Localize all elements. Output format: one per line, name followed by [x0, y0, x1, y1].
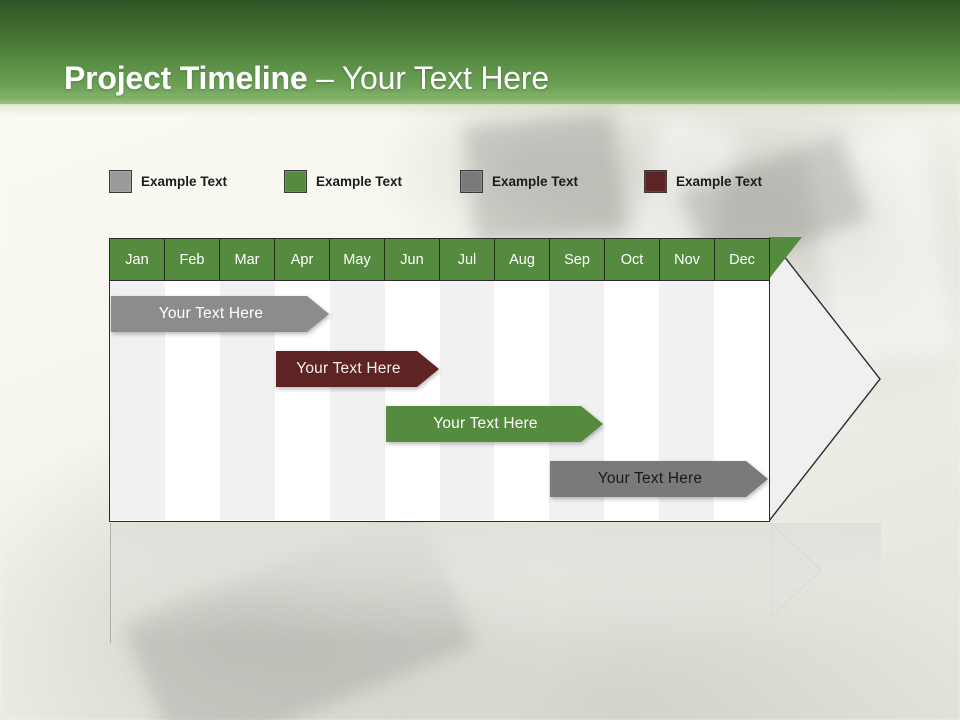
task-bar-2[interactable]: Your Text Here	[276, 351, 439, 387]
month-header-may[interactable]: May	[330, 239, 385, 280]
month-header-apr[interactable]: Apr	[275, 239, 330, 280]
month-header-sep[interactable]: Sep	[550, 239, 605, 280]
month-header-feb[interactable]: Feb	[165, 239, 220, 280]
month-header-row: Jan Feb Mar Apr May Jun Jul Aug Sep Oct …	[109, 238, 770, 281]
legend-item-4[interactable]: Example Text	[644, 170, 762, 193]
legend-swatch-gray-icon	[460, 170, 483, 193]
legend-swatch-light-gray-icon	[109, 170, 132, 193]
timeline-column-aug	[494, 281, 550, 520]
legend-item-2[interactable]: Example Text	[284, 170, 402, 193]
header-banner	[0, 0, 960, 104]
page-title-bold: Project Timeline	[64, 60, 308, 96]
month-header-jul[interactable]: Jul	[440, 239, 495, 280]
month-header-jun[interactable]: Jun	[385, 239, 440, 280]
task-bar-4-shape	[550, 461, 768, 497]
legend-label-2: Example Text	[316, 174, 403, 189]
task-bar-1-label: Your Text Here	[158, 305, 264, 322]
timeline-chart: Jan Feb Mar Apr May Jun Jul Aug Sep Oct …	[109, 237, 881, 522]
timeline-column-jul	[439, 281, 495, 520]
timeline-arrow-icon	[769, 237, 881, 522]
task-bar-3-label: Your Text Here	[433, 415, 538, 432]
legend-swatch-green-icon	[284, 170, 307, 193]
timeline-column-jun	[384, 281, 440, 520]
task-bar-3[interactable]: Your Text Here	[386, 406, 603, 442]
month-header-dec[interactable]: Dec	[729, 251, 755, 268]
legend-label-1: Example Text	[141, 174, 228, 189]
month-header-jan[interactable]: Jan	[110, 239, 165, 280]
month-header-mar[interactable]: Mar	[220, 239, 275, 280]
header-banner-fade	[0, 96, 960, 118]
page-title: Project Timeline – Your Text Here	[64, 60, 549, 97]
legend-label-4: Example Text	[676, 174, 763, 189]
legend-item-3[interactable]: Example Text	[460, 170, 578, 193]
chart-reflection	[110, 523, 881, 643]
page-title-light: – Your Text Here	[307, 60, 549, 96]
task-bar-4-label: Your Text Here	[597, 470, 703, 487]
timeline-column-may	[329, 281, 385, 520]
month-header-nov[interactable]: Nov	[660, 239, 715, 280]
legend-swatch-maroon-icon	[644, 170, 667, 193]
task-bar-3-shape	[386, 406, 603, 442]
task-bar-2-shape	[276, 351, 439, 387]
month-header-aug[interactable]: Aug	[495, 239, 550, 280]
task-bar-4[interactable]: Your Text Here	[550, 461, 768, 497]
task-bar-1-shape	[111, 296, 329, 332]
legend-item-1[interactable]: Example Text	[109, 170, 227, 193]
reflection-arrow-icon	[771, 523, 822, 618]
task-bar-2-label: Your Text Here	[296, 360, 401, 377]
task-bar-1[interactable]: Your Text Here	[111, 296, 329, 332]
month-header-oct[interactable]: Oct	[605, 239, 660, 280]
legend-label-3: Example Text	[492, 174, 579, 189]
